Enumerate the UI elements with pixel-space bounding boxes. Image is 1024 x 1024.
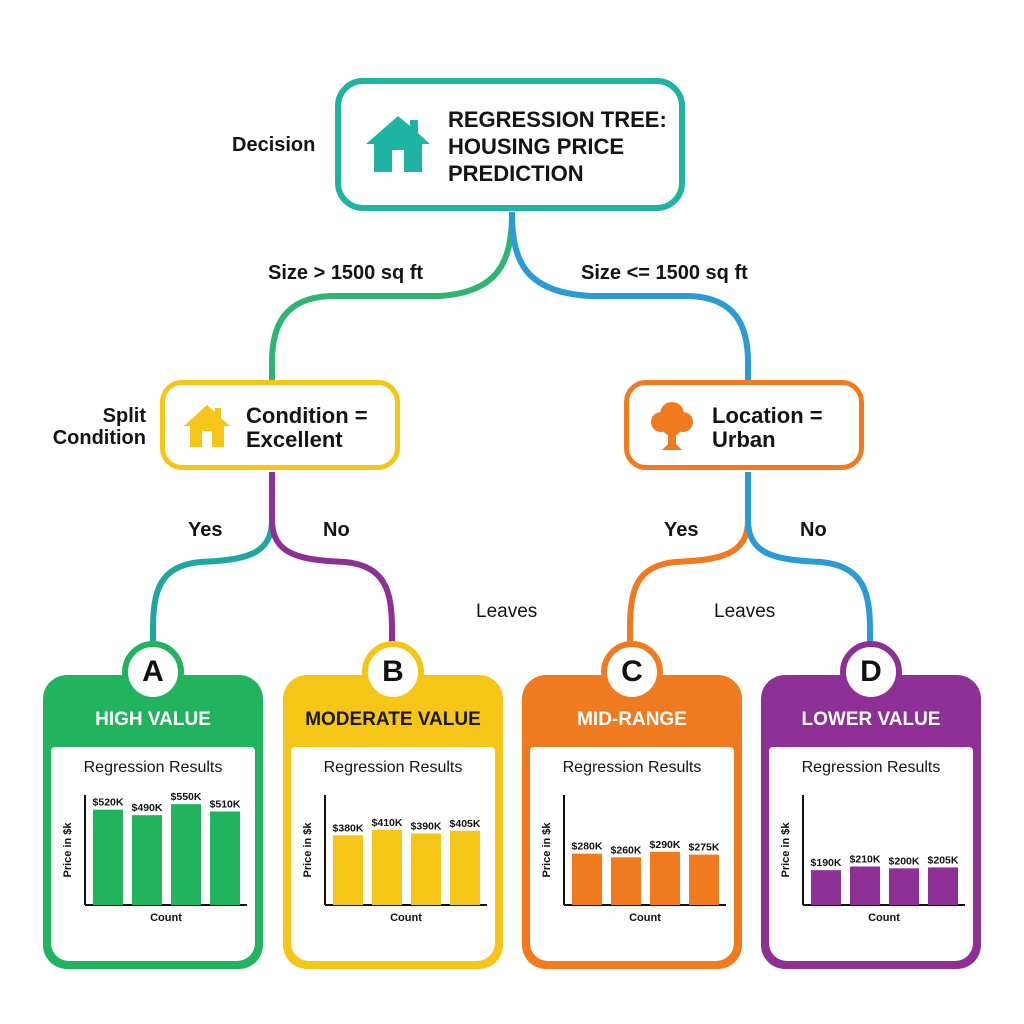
chart-subtitle: Regression Results <box>323 759 463 776</box>
bar-value-label: $550K <box>171 791 202 803</box>
right-condition-text: Location = Urban <box>712 403 823 452</box>
bar-value-label: $490K <box>132 802 163 814</box>
bar-chart: Price in $k Count $280K $260K $290K $275K <box>541 795 726 924</box>
edge-root-right <box>509 211 751 380</box>
house-icon <box>184 405 230 447</box>
bar-chart: Price in $k Count $190K $210K $200K $205K <box>780 795 965 924</box>
right-yes-label: Yes <box>664 519 699 541</box>
leaf-badge-b: B <box>362 641 424 703</box>
bar <box>928 867 958 905</box>
bar <box>210 811 240 905</box>
x-axis-label: Count <box>150 912 182 924</box>
leaf-title: MID-RANGE <box>577 709 687 730</box>
bar-value-label: $290K <box>650 839 681 851</box>
left-no-label: No <box>323 519 350 541</box>
chart-subtitle: Regression Results <box>83 759 223 776</box>
left-condition-text: Condition = Excellent <box>246 403 368 452</box>
x-axis-label: Count <box>390 912 422 924</box>
house-icon <box>366 116 430 172</box>
edge-left-no <box>269 472 395 642</box>
edge-right-no <box>745 472 873 642</box>
right-no-label: No <box>800 519 827 541</box>
bar-value-label: $280K <box>572 841 603 853</box>
bar <box>132 815 162 905</box>
bar-value-label: $205K <box>928 854 959 866</box>
bar <box>611 857 641 905</box>
bar <box>372 829 402 905</box>
bar-value-label: $190K <box>811 857 842 869</box>
y-axis-label: Price in $k <box>302 822 314 878</box>
leaf-badge-a: A <box>122 641 184 703</box>
bar <box>889 868 919 905</box>
edge-left-yes <box>150 472 275 642</box>
bar <box>171 804 201 905</box>
leaves-label-left: Leaves <box>476 601 538 622</box>
bar-value-label: $380K <box>333 822 364 834</box>
y-axis-label: Price in $k <box>780 822 792 878</box>
leaf-title: HIGH VALUE <box>95 709 211 730</box>
right-split-label: Size <= 1500 sq ft <box>581 262 748 284</box>
left-condition-node <box>160 380 400 470</box>
bar <box>411 833 441 905</box>
tree-icon <box>651 402 693 450</box>
bar <box>450 830 480 905</box>
bar <box>850 866 880 905</box>
bar <box>333 835 363 905</box>
bar-chart: Price in $k Count $380K $410K $390K $405K <box>302 795 487 924</box>
bar <box>572 853 602 905</box>
bar-value-label: $410K <box>372 817 403 829</box>
leaf-badge-c: C <box>601 641 663 703</box>
edge-root-left <box>269 211 515 380</box>
bar-value-label: $260K <box>611 844 642 856</box>
bar-value-label: $210K <box>850 854 881 866</box>
x-axis-label: Count <box>868 912 900 924</box>
bar-value-label: $405K <box>450 818 481 830</box>
leaf-badge-d: D <box>840 641 902 703</box>
decision-label: Decision <box>232 134 316 156</box>
leaf-title: MODERATE VALUE <box>305 709 481 730</box>
bar-value-label: $520K <box>93 797 124 809</box>
bar-value-label: $275K <box>689 842 720 854</box>
leaf-title: LOWER VALUE <box>801 709 941 730</box>
bar <box>811 870 841 905</box>
chart-subtitle: Regression Results <box>801 759 941 776</box>
edge-right-yes <box>627 472 751 642</box>
y-axis-label: Price in $k <box>541 822 553 878</box>
split-condition-label: Split Condition <box>52 405 146 449</box>
y-axis-label: Price in $k <box>62 822 74 878</box>
bar-value-label: $200K <box>889 855 920 867</box>
x-axis-label: Count <box>629 912 661 924</box>
left-yes-label: Yes <box>188 519 223 541</box>
bar <box>689 854 719 905</box>
left-split-label: Size > 1500 sq ft <box>268 262 424 284</box>
leaves-label-right: Leaves <box>714 601 776 622</box>
bar <box>650 851 680 905</box>
bar-chart: Price in $k Count $520K $490K $550K $510K <box>62 791 247 924</box>
bar-value-label: $390K <box>411 821 442 833</box>
bar-value-label: $510K <box>210 799 241 811</box>
chart-subtitle: Regression Results <box>562 759 702 776</box>
root-title: REGRESSION TREE: HOUSING PRICE PREDICTIO… <box>448 107 667 186</box>
bar <box>93 809 123 905</box>
